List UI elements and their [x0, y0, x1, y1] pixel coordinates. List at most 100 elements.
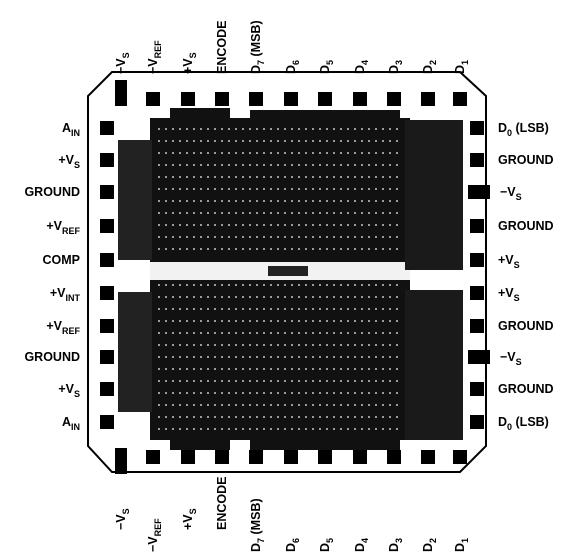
circuit-cell — [249, 332, 251, 334]
circuit-cell — [277, 368, 279, 370]
circuit-cell — [368, 332, 370, 334]
circuit-cell — [277, 152, 279, 154]
circuit-cell — [256, 296, 258, 298]
circuit-cell — [312, 212, 314, 214]
circuit-cell — [389, 368, 391, 370]
circuit-cell — [200, 152, 202, 154]
circuit-cell — [221, 356, 223, 358]
circuit-cell — [333, 368, 335, 370]
circuit-cell — [305, 140, 307, 142]
circuit-cell — [319, 332, 321, 334]
right-pin-label: +VS — [498, 286, 520, 303]
circuit-cell — [186, 284, 188, 286]
pin-name: −V — [146, 58, 160, 74]
circuit-cell — [312, 128, 314, 130]
circuit-cell — [347, 164, 349, 166]
pin-name: D — [453, 542, 467, 552]
circuit-cell — [347, 356, 349, 358]
circuit-cell — [193, 176, 195, 178]
circuit-cell — [207, 428, 209, 430]
right-pin-label: GROUND — [498, 153, 554, 167]
top-bond-pad — [115, 80, 127, 106]
bottom-pin-label: +VS — [181, 508, 198, 530]
circuit-cell — [214, 248, 216, 250]
circuit-cell — [291, 152, 293, 154]
top-pin-label: D3 — [387, 60, 404, 74]
circuit-cell — [305, 428, 307, 430]
circuit-cell — [207, 224, 209, 226]
circuit-cell — [270, 404, 272, 406]
circuit-cell — [256, 308, 258, 310]
circuit-cell — [235, 416, 237, 418]
circuit-cell — [193, 356, 195, 358]
circuit-cell — [235, 368, 237, 370]
circuit-cell — [165, 296, 167, 298]
circuit-cell — [368, 248, 370, 250]
right-pin-label: D0 (LSB) — [498, 121, 549, 138]
pin-name: D — [421, 542, 435, 552]
circuit-cell — [228, 320, 230, 322]
pin-name: D — [421, 64, 435, 74]
circuit-cell — [368, 212, 370, 214]
circuit-cell — [298, 212, 300, 214]
circuit-cell — [228, 356, 230, 358]
circuit-cell — [228, 404, 230, 406]
circuit-cell — [200, 212, 202, 214]
pin-name: +V — [58, 153, 74, 167]
bottom-pin-label: D3 — [387, 538, 404, 552]
circuit-cell — [221, 140, 223, 142]
circuit-cell — [235, 332, 237, 334]
bottom-pin-label: ENCODE — [215, 477, 229, 530]
pin-subscript: S — [188, 508, 198, 515]
bottom-bond-pad — [318, 450, 332, 464]
circuit-cell — [312, 200, 314, 202]
circuit-cell — [242, 188, 244, 190]
circuit-cell — [249, 248, 251, 250]
circuit-cell — [326, 368, 328, 370]
circuit-cell — [284, 356, 286, 358]
circuit-cell — [382, 140, 384, 142]
circuit-cell — [242, 152, 244, 154]
circuit-cell — [284, 152, 286, 154]
circuit-cell — [228, 344, 230, 346]
circuit-cell — [158, 416, 160, 418]
pin-name: −V — [500, 185, 516, 199]
circuit-cell — [382, 380, 384, 382]
circuit-cell — [221, 380, 223, 382]
circuit-cell — [347, 128, 349, 130]
circuit-cell — [165, 344, 167, 346]
circuit-cell — [179, 416, 181, 418]
circuit-cell — [200, 248, 202, 250]
top-bond-pad — [387, 92, 401, 106]
circuit-cell — [214, 296, 216, 298]
circuit-cell — [165, 248, 167, 250]
circuit-cell — [179, 368, 181, 370]
circuit-cell — [375, 380, 377, 382]
circuit-cell — [382, 176, 384, 178]
pin-name: D — [498, 121, 508, 135]
circuit-cell — [298, 392, 300, 394]
circuit-cell — [298, 284, 300, 286]
circuit-cell — [228, 188, 230, 190]
circuit-cell — [256, 176, 258, 178]
circuit-cell — [186, 200, 188, 202]
circuit-cell — [158, 248, 160, 250]
circuit-cell — [165, 284, 167, 286]
circuit-cell — [228, 128, 230, 130]
circuit-cell — [305, 236, 307, 238]
circuit-cell — [319, 380, 321, 382]
circuit-cell — [312, 332, 314, 334]
circuit-cell — [361, 164, 363, 166]
circuit-cell — [270, 392, 272, 394]
circuit-cell — [396, 356, 398, 358]
circuit-cell — [312, 164, 314, 166]
bottom-bond-pad — [181, 450, 195, 464]
circuit-cell — [368, 176, 370, 178]
circuit-cell — [361, 200, 363, 202]
circuit-cell — [186, 308, 188, 310]
circuit-cell — [221, 248, 223, 250]
circuit-cell — [375, 128, 377, 130]
circuit-cell — [333, 392, 335, 394]
circuit-cell — [207, 236, 209, 238]
pin-name: D — [387, 542, 401, 552]
